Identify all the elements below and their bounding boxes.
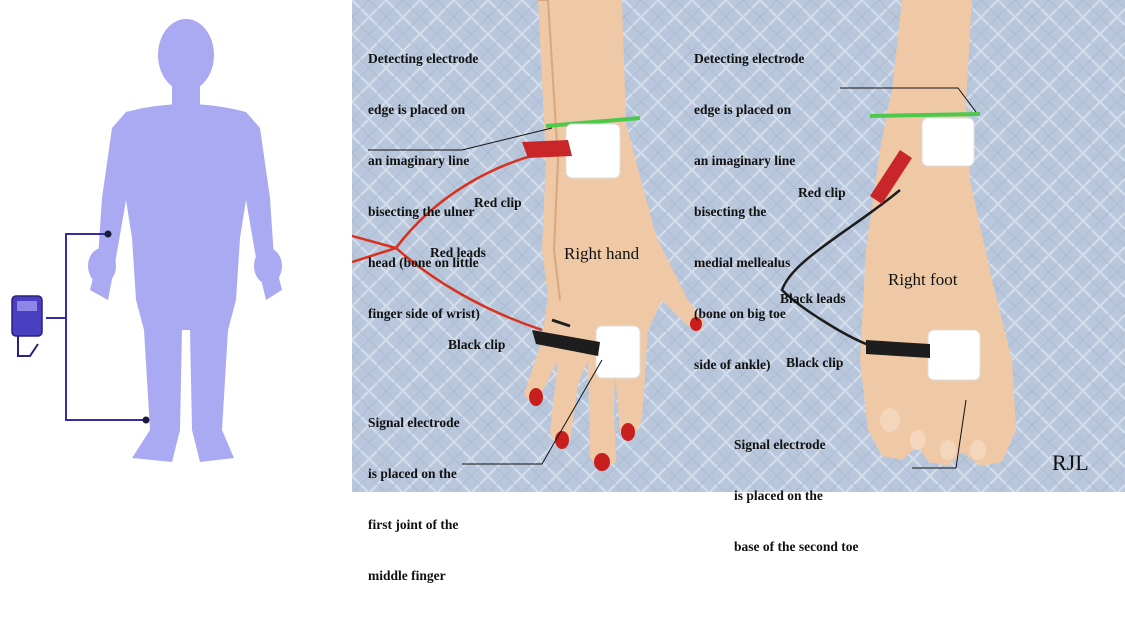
right-hand-label: Right hand	[564, 244, 639, 264]
red-clip-hand-label: Red clip	[474, 194, 522, 211]
note-line: Detecting electrode	[694, 50, 804, 67]
figure: Detecting electrode edge is placed on an…	[0, 0, 1125, 492]
red-clip-hand	[522, 140, 572, 158]
wrist-detecting-electrode	[566, 124, 620, 178]
note-line: an imaginary line	[694, 152, 804, 169]
red-leads-label: Red leads	[430, 244, 486, 261]
note-line: Signal electrode	[734, 436, 859, 453]
note-line: base of the second toe	[734, 538, 859, 555]
wrist-electrode-note: Detecting electrode edge is placed on an…	[368, 16, 480, 356]
ankle-electrode-note: Detecting electrode edge is placed on an…	[694, 16, 804, 407]
note-line: an imaginary line	[368, 152, 480, 169]
signature-rjl: RJL	[1052, 450, 1089, 476]
ankle-imaginary-line	[870, 114, 980, 116]
note-line: is placed on the	[368, 465, 460, 482]
red-clip-foot-label: Red clip	[798, 184, 846, 201]
human-silhouette-diagram	[0, 0, 352, 492]
note-line: first joint of the	[368, 516, 460, 533]
right-foot-label: Right foot	[888, 270, 957, 290]
black-leads-label: Black leads	[780, 290, 846, 307]
black-clip-hand-label: Black clip	[448, 336, 505, 353]
finger-signal-electrode	[596, 326, 640, 378]
note-line: middle finger	[368, 567, 460, 584]
note-line: edge is placed on	[368, 101, 480, 118]
monitor-device	[12, 296, 42, 356]
note-line: Signal electrode	[368, 414, 460, 431]
note-line: (bone on big toe	[694, 305, 804, 322]
black-clip-foot-label: Black clip	[786, 354, 843, 371]
hand-signal-electrode-note: Signal electrode is placed on the first …	[368, 380, 460, 618]
note-line: bisecting the ulner	[368, 203, 480, 220]
note-line: finger side of wrist)	[368, 305, 480, 322]
foot-electrode-dot	[143, 417, 150, 424]
note-line: edge is placed on	[694, 101, 804, 118]
note-line: Detecting electrode	[368, 50, 480, 67]
human-silhouette	[88, 19, 282, 462]
note-line: medial mellealus	[694, 254, 804, 271]
toe-signal-electrode	[928, 330, 980, 380]
electrode-placement-photo: Detecting electrode edge is placed on an…	[352, 0, 1125, 492]
note-line: is placed on the	[734, 487, 859, 504]
ankle-detecting-electrode	[922, 118, 974, 166]
foot-signal-electrode-note: Signal electrode is placed on the base o…	[734, 402, 859, 589]
hand-electrode-dot	[105, 231, 112, 238]
note-line: bisecting the	[694, 203, 804, 220]
